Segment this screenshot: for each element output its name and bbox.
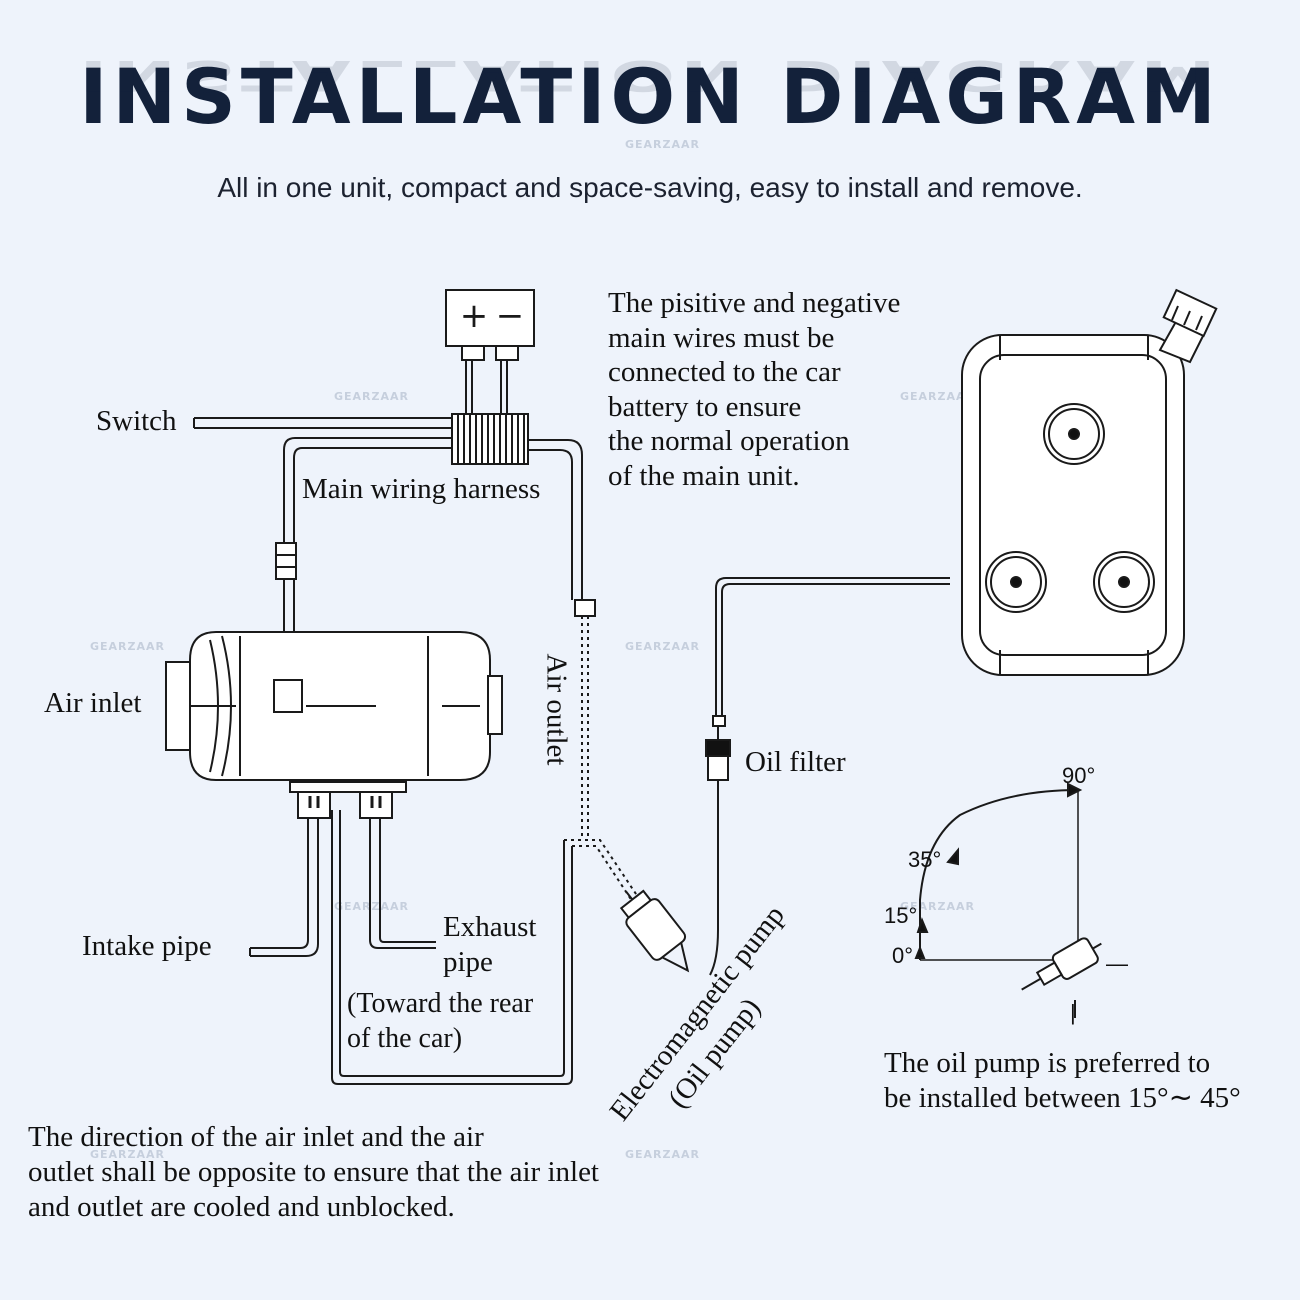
watermark: GEARZAAR — [625, 1148, 700, 1161]
wiring-harness-connector — [451, 413, 529, 465]
harness-cable-right — [528, 439, 583, 600]
label-exhaust-note-line2: of the car) — [347, 1023, 463, 1054]
angle-minus-mark: — — [1106, 951, 1128, 976]
fuel-line — [715, 577, 950, 716]
angle-label-90: 90° — [1062, 763, 1096, 788]
subtitle: All in one unit, compact and space-savin… — [217, 172, 1083, 203]
label-oil-filter: Oil filter — [745, 746, 846, 778]
watermark: GEARZAAR — [90, 1148, 165, 1161]
direction-note-line: The direction of the air inlet and the a… — [28, 1121, 484, 1153]
label-main-wiring-harness: Main wiring harness — [302, 473, 541, 505]
label-intake-pipe: Intake pipe — [82, 930, 212, 962]
label-exhaust-note-line1: (Toward the rear — [347, 988, 534, 1019]
heater-unit — [165, 631, 503, 819]
battery-note-line: the normal operation — [608, 425, 850, 457]
watermark: GEARZAAR — [625, 640, 700, 653]
battery-note-line: of the main unit. — [608, 460, 800, 492]
watermark: GEARZAAR — [90, 640, 165, 653]
angle-vertical-mark: | — [1070, 1000, 1076, 1025]
pump-angle-diagram — [914, 782, 1102, 1018]
direction-note-line: and outlet are cooled and unblocked. — [28, 1191, 455, 1223]
electromagnetic-pump — [619, 889, 690, 973]
pump-angle-note-line: The oil pump is preferred to — [884, 1047, 1211, 1079]
label-air-inlet: Air inlet — [44, 687, 142, 719]
switch-cable — [193, 417, 452, 429]
battery: + − — [445, 289, 535, 416]
angle-label-35: 35° — [908, 847, 942, 872]
battery-minus-symbol: − — [496, 296, 525, 336]
battery-note-line: main wires must be — [608, 322, 835, 354]
watermark: GEARZAAR — [900, 390, 975, 403]
label-switch: Switch — [96, 405, 177, 437]
battery-plus-symbol: + — [460, 296, 489, 336]
angle-label-0: 0° — [892, 943, 914, 968]
label-air-outlet: Air outlet — [540, 653, 573, 766]
direction-note-line: outlet shall be opposite to ensure that … — [28, 1156, 599, 1188]
harness-cable-left — [283, 437, 452, 680]
watermark: GEARZAAR — [900, 900, 975, 913]
exhaust-pipe — [369, 818, 436, 949]
battery-note-line: connected to the car — [608, 356, 841, 388]
battery-note-line: The pisitive and negative — [608, 287, 901, 319]
oil-line — [331, 810, 573, 1085]
diagram-title: INSTALLATION DIAGRAM — [79, 52, 1221, 141]
watermark: GEARZAAR — [334, 390, 409, 403]
fuel-tank — [961, 288, 1218, 676]
angle-label-15: 15° — [884, 903, 918, 928]
pump-angle-note-line: be installed between 15°∼ 45° — [884, 1082, 1241, 1114]
label-exhaust-line2: pipe — [443, 946, 493, 978]
oil-filter — [705, 739, 731, 781]
battery-note-line: battery to ensure — [608, 391, 802, 423]
intake-pipe — [249, 818, 319, 957]
watermark: GEARZAAR — [625, 138, 700, 151]
label-exhaust-line1: Exhaust — [443, 911, 537, 943]
